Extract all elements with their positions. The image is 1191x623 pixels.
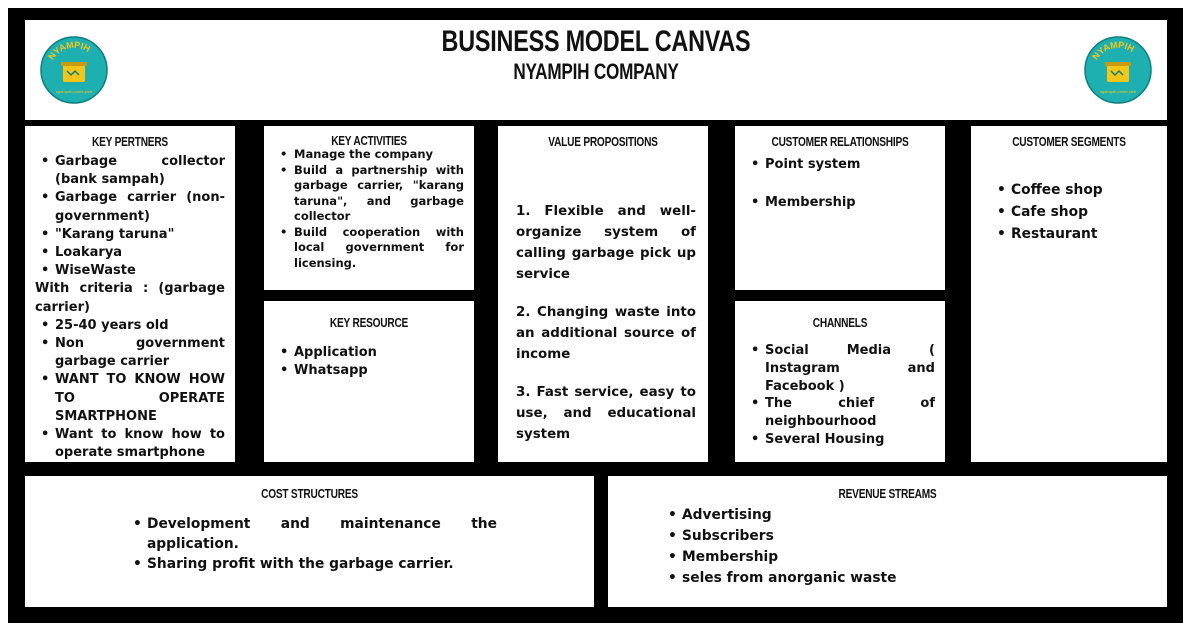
key-resource-list: Application Whatsapp [274,344,464,381]
value-proposition-item: 2. Changing waste into an additional sou… [516,305,696,362]
value-proposition-item: 1. Flexible and well-organize system of … [516,204,696,282]
list-item: Non government garbage carrier [35,335,225,371]
business-model-canvas: NYAMPIH ngampah ponte pleb BUSINESS MODE… [8,8,1183,623]
customer-relationships-title: CUSTOMER RELATIONSHIPS [771,134,909,149]
list-item: Coffee shop [991,179,1157,201]
list-item: Loakarya [35,244,225,262]
list-item: Garbage carrier (non-government) [35,189,225,225]
logo-tagline-right: ngampah ponte pleb [1100,89,1137,94]
nyampih-logo-icon-right: NYAMPIH ngampah ponte pleb [1084,36,1152,104]
list-item: Membership [745,194,935,212]
cost-structures-list: Development and maintenance the applicat… [127,514,497,574]
key-partners-box: KEY PERTNERS Garbage collector (bank sam… [25,126,235,462]
value-proposition-item: 3. Fast service, easy to use, and educat… [516,385,696,442]
cost-structures-title: COST STRUCTURES [261,486,358,501]
customer-relationships-list: Point system Membership [745,156,935,213]
list-item: Several Housing [745,431,935,449]
list-item: Build cooperation with local government … [274,225,464,272]
list-item: Membership [662,547,1157,568]
criteria-label: With criteria : (garbage carrier) [35,281,225,315]
list-item: Cafe shop [991,201,1157,223]
list-item: Want to know how to operate smartphone [35,426,225,462]
key-activities-title: KEY ACTIVITIES [331,133,407,148]
list-item: Subscribers [662,526,1157,547]
title-text: BUSINESS MODEL CANVAS [441,25,751,58]
key-resource-box: KEY RESOURCE Application Whatsapp [264,301,474,462]
customer-relationships-box: CUSTOMER RELATIONSHIPS Point system Memb… [735,126,945,290]
list-item: Social Media ( Instagram and Facebook ) [745,342,935,395]
key-resource-title: KEY RESOURCE [329,315,409,330]
channels-box: CHANNELS Social Media ( Instagram and Fa… [735,301,945,462]
list-item: Development and maintenance the applicat… [127,514,497,554]
subtitle-text: NYAMPIH COMPANY [513,59,679,84]
list-item: Restaurant [991,223,1157,245]
list-item: Application [274,344,464,362]
canvas-title: BUSINESS MODEL CANVAS NYAMPIH COMPANY [25,26,1167,84]
list-item: Sharing profit with the garbage carrier. [127,554,497,574]
list-item: Manage the company [274,147,464,163]
header-panel: NYAMPIH ngampah ponte pleb BUSINESS MODE… [25,20,1167,120]
customer-segments-title: CUSTOMER SEGMENTS [1012,134,1126,149]
list-item: seles from anorganic waste [662,568,1157,589]
key-partners-title: KEY PERTNERS [92,134,168,149]
list-item: Point system [745,156,935,174]
customer-segments-list: Coffee shop Cafe shop Restaurant [991,179,1157,245]
list-item: The chief of neighbourhood [745,395,935,431]
channels-title: CHANNELS [812,315,868,330]
list-item: Whatsapp [274,362,464,380]
revenue-streams-title: REVENUE STREAMS [838,486,937,501]
list-item: Advertising [662,505,1157,526]
customer-segments-box: CUSTOMER SEGMENTS Coffee shop Cafe shop … [971,126,1167,462]
list-item: "Karang taruna" [35,226,225,244]
key-activities-list: Manage the company Build a partnership w… [274,147,464,271]
list-item: WANT TO KNOW HOW TO OPERATE SMARTPHONE [35,371,225,426]
revenue-streams-box: REVENUE STREAMS Advertising Subscribers … [608,476,1167,607]
channels-list: Social Media ( Instagram and Facebook ) … [745,342,935,449]
cost-structures-box: COST STRUCTURES Development and maintena… [25,476,594,607]
nyampih-logo-icon: NYAMPIH ngampah ponte pleb [40,36,108,104]
value-propositions-title: VALUE PROPOSITIONS [548,134,658,149]
key-activities-box: KEY ACTIVITIES Manage the company Build … [264,126,474,290]
value-propositions-box: VALUE PROPOSITIONS 1. Flexible and well-… [498,126,708,462]
logo-tagline: ngampah ponte pleb [56,89,93,94]
key-partners-list: Garbage collector (bank sampah) Garbage … [35,153,225,281]
revenue-streams-list: Advertising Subscribers Membership seles… [662,505,1157,589]
list-item: Build a partnership with garbage carrier… [274,163,464,225]
list-item: Garbage collector (bank sampah) [35,153,225,189]
list-item: WiseWaste [35,262,225,280]
list-item: 25-40 years old [35,317,225,335]
criteria-list: 25-40 years old Non government garbage c… [35,317,225,462]
